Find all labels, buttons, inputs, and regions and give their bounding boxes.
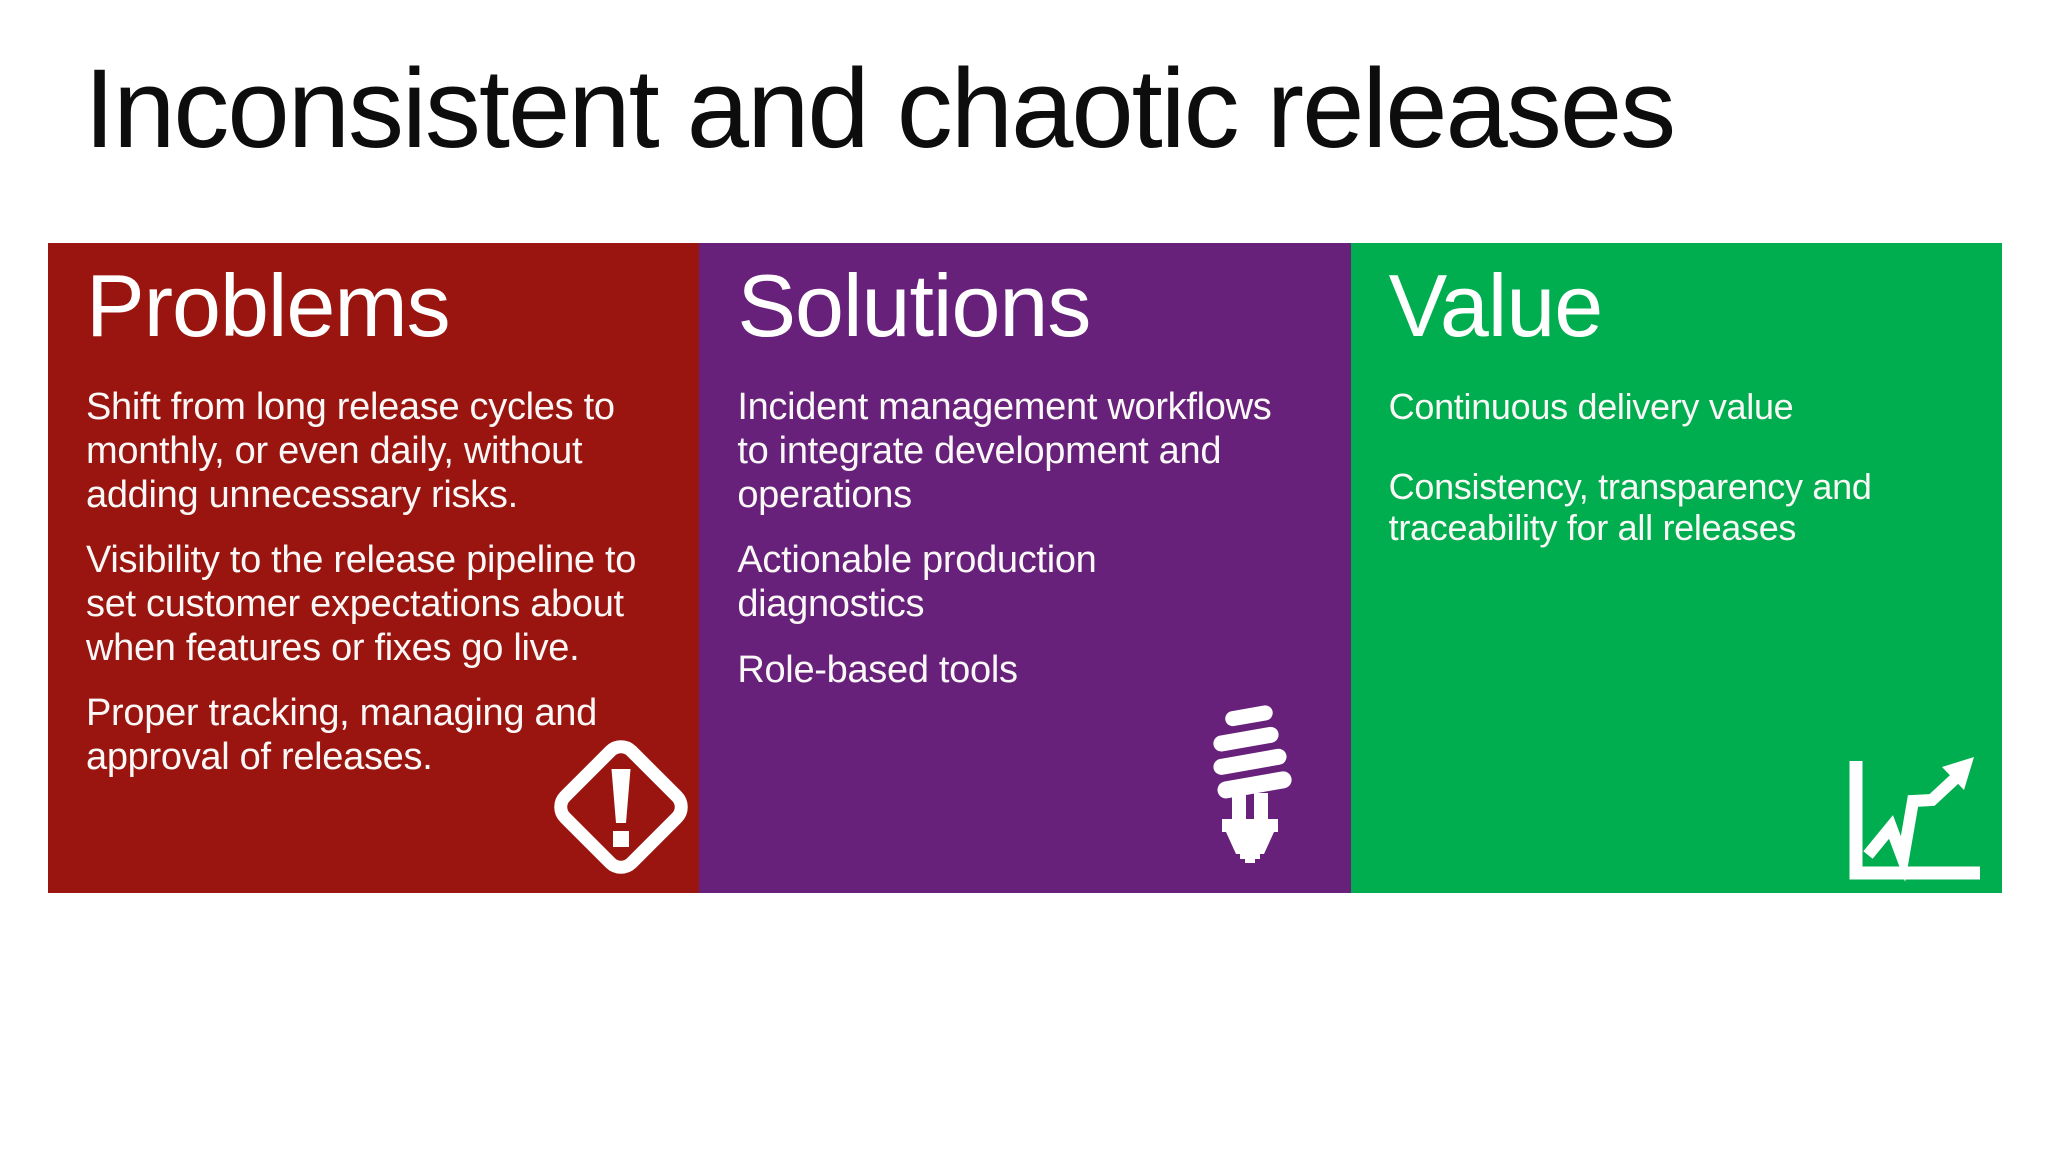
panel-problems-paragraph-1: Shift from long release cycles to monthl… (86, 386, 615, 516)
panel-value: Value Continuous delivery value Consiste… (1350, 243, 2002, 893)
panel-problems-paragraph-3: Proper tracking, managing and approval o… (86, 692, 597, 778)
panel-solutions-heading: Solutions (737, 256, 1091, 355)
panel-solutions-paragraph-1: Incident management workflows to integra… (737, 386, 1272, 516)
lightbulb-icon (1207, 705, 1292, 863)
panel-problems-heading: Problems (86, 256, 451, 355)
panel-value-paragraph-2: Consistency, transparency and traceabili… (1388, 465, 1872, 548)
warning-icon (547, 733, 695, 881)
panel-value-heading: Value (1388, 256, 1604, 355)
panel-problems: Problems Shift from long release cycles … (48, 243, 700, 893)
panel-solutions-paragraph-2: Actionable production diagnostics (737, 539, 1097, 625)
panel-row: Problems Shift from long release cycles … (48, 243, 2002, 893)
panel-value-paragraph-1: Continuous delivery value (1388, 386, 1794, 428)
panel-problems-paragraph-2: Visibility to the release pipeline to se… (86, 539, 637, 669)
panel-solutions: Solutions Incident management workflows … (699, 243, 1351, 893)
slide-title: Inconsistent and chaotic releases (84, 46, 1676, 171)
trend-chart-icon (1844, 755, 1986, 883)
panel-solutions-paragraph-3: Role-based tools (737, 648, 1018, 691)
